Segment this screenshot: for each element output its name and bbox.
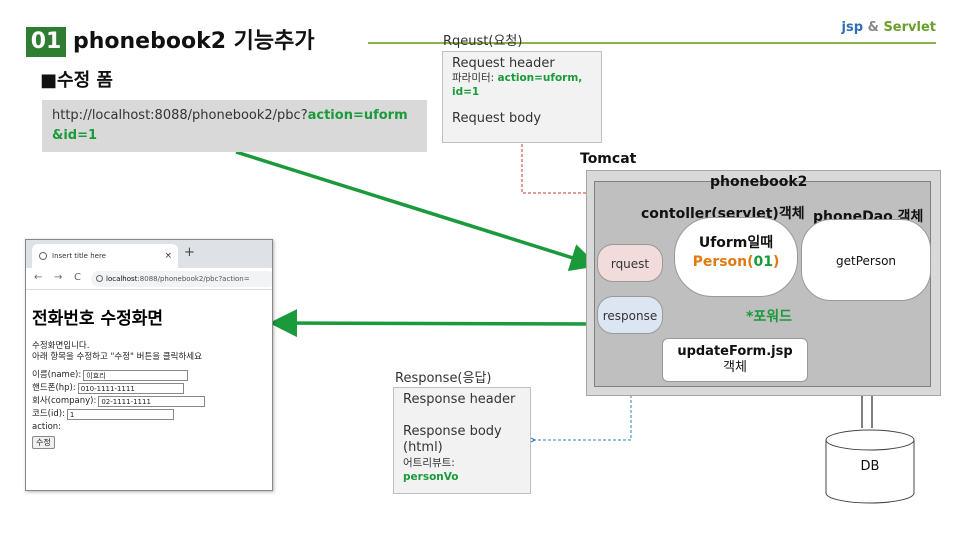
- brand-logo: jsp & Servlet: [842, 20, 936, 35]
- response-body-html: (html): [403, 440, 443, 455]
- page-heading: 전화번호 수정화면: [32, 309, 164, 329]
- section-heading: ■수정 폼: [40, 70, 113, 91]
- uform-paren-open: (: [747, 254, 754, 270]
- request-params-label: 파라미터:: [452, 72, 498, 84]
- globe-icon: [39, 252, 47, 260]
- submit-button[interactable]: 수정: [32, 436, 55, 449]
- tab-title: Insert title here: [52, 252, 106, 260]
- rquest-object: rquest: [597, 244, 663, 282]
- address-bar[interactable]: localhost:8088/phonebook2/pbc?action=: [91, 271, 272, 287]
- url-prefix: http://localhost:8088/phonebook2/pbc?: [52, 108, 308, 123]
- url-param-action: action=uform: [307, 108, 408, 123]
- forward-icon[interactable]: →: [54, 272, 63, 283]
- address-host: localhost: [106, 275, 138, 283]
- phonebook2-label: phonebook2: [710, 174, 808, 190]
- section-number-badge: 01: [26, 27, 66, 57]
- browser-tab[interactable]: Insert title here ×: [32, 244, 178, 268]
- uform-person: Person: [692, 254, 748, 270]
- info-icon: [96, 275, 103, 282]
- request-body-text: Request body: [452, 111, 542, 126]
- brand-jsp: jsp: [841, 20, 864, 35]
- browser-window: Insert title here × + ← → C localhost:80…: [25, 239, 273, 491]
- field-label: 코드(id):: [32, 409, 65, 419]
- field-label: 회사(company):: [32, 396, 97, 406]
- request-header-text: Request header: [452, 56, 555, 71]
- request-arrow: [235, 150, 599, 272]
- request-label: Rqeust(요청): [443, 34, 523, 49]
- brand-servlet: Servlet: [883, 20, 936, 35]
- uform-condition: Uform일때: [698, 235, 774, 251]
- browser-tab-bar: Insert title here × +: [26, 240, 272, 268]
- forward-label: *포워드: [746, 309, 792, 325]
- address-rest: :8088/phonebook2/pbc?action=: [137, 275, 250, 283]
- browser-page: 전화번호 수정화면 수정화면입니다. 아래 항목을 수정하고 "수정" 버튼을 …: [26, 290, 272, 455]
- field-label: 핸드폰(hp):: [32, 383, 76, 393]
- brand-amp: &: [863, 20, 884, 35]
- tomcat-label: Tomcat: [580, 151, 637, 167]
- field-row-name: 이름(name):이효리: [32, 369, 266, 382]
- db-cylinder-icon: [825, 429, 915, 504]
- header-divider: [368, 42, 936, 44]
- response-body-text: Response body: [403, 424, 502, 439]
- field-label: 이름(name):: [32, 370, 82, 380]
- intro-line-1: 수정화면입니다.: [32, 341, 90, 351]
- intro-line-2: 아래 항목을 수정하고 "수정" 버튼을 클릭하세요: [32, 352, 202, 362]
- uform-arg: 01: [753, 254, 774, 270]
- response-header-text: Response header: [403, 392, 516, 407]
- response-label: Response(응답): [395, 371, 492, 386]
- name-input[interactable]: 이효리: [83, 370, 189, 381]
- new-tab-button[interactable]: +: [184, 245, 195, 260]
- close-icon[interactable]: ×: [164, 251, 172, 261]
- reload-icon[interactable]: C: [74, 272, 81, 283]
- field-label: action:: [32, 422, 62, 432]
- company-input[interactable]: 02-1111-1111: [98, 396, 206, 407]
- id-input[interactable]: 1: [66, 409, 174, 420]
- uform-paren-close: ): [773, 254, 780, 270]
- request-box: Request header 파라미터: action=uform, id=1 …: [442, 51, 602, 143]
- response-box: Response header Response body (html) 어트리…: [393, 387, 531, 494]
- url-param-id: &id=1: [52, 128, 98, 143]
- field-row-id: 코드(id):1: [32, 408, 266, 421]
- browser-toolbar: ← → C localhost:8088/phonebook2/pbc?acti…: [26, 268, 272, 290]
- back-icon[interactable]: ←: [34, 272, 43, 283]
- uform-person-call: Person(01): [675, 253, 797, 272]
- field-row-action: action:: [32, 421, 266, 434]
- update-form-name: updateForm.jsp: [677, 344, 793, 359]
- request-params-value: action=uform,: [497, 72, 583, 84]
- response-attr-value: personVo: [403, 471, 459, 483]
- url-box: http://localhost:8088/phonebook2/pbc?act…: [42, 100, 427, 152]
- response-attr-label: 어트리뷰트:: [403, 457, 455, 469]
- update-form-jsp: updateForm.jsp 객체: [662, 338, 808, 382]
- field-row-company: 회사(company):02-1111-1111: [32, 395, 266, 408]
- page-title: phonebook2 기능추가: [73, 29, 315, 54]
- dao-object: getPerson: [801, 219, 931, 301]
- request-params-id: id=1: [452, 86, 480, 98]
- update-form-object: 객체: [723, 360, 747, 375]
- uform-handler: Uform일때 Person(01): [674, 217, 798, 297]
- hp-input[interactable]: 010-1111-1111: [77, 383, 184, 394]
- response-arrow: [269, 309, 597, 338]
- response-object: response: [597, 296, 663, 334]
- db-label: DB: [860, 459, 880, 474]
- field-row-hp: 핸드폰(hp):010-1111-1111: [32, 382, 266, 395]
